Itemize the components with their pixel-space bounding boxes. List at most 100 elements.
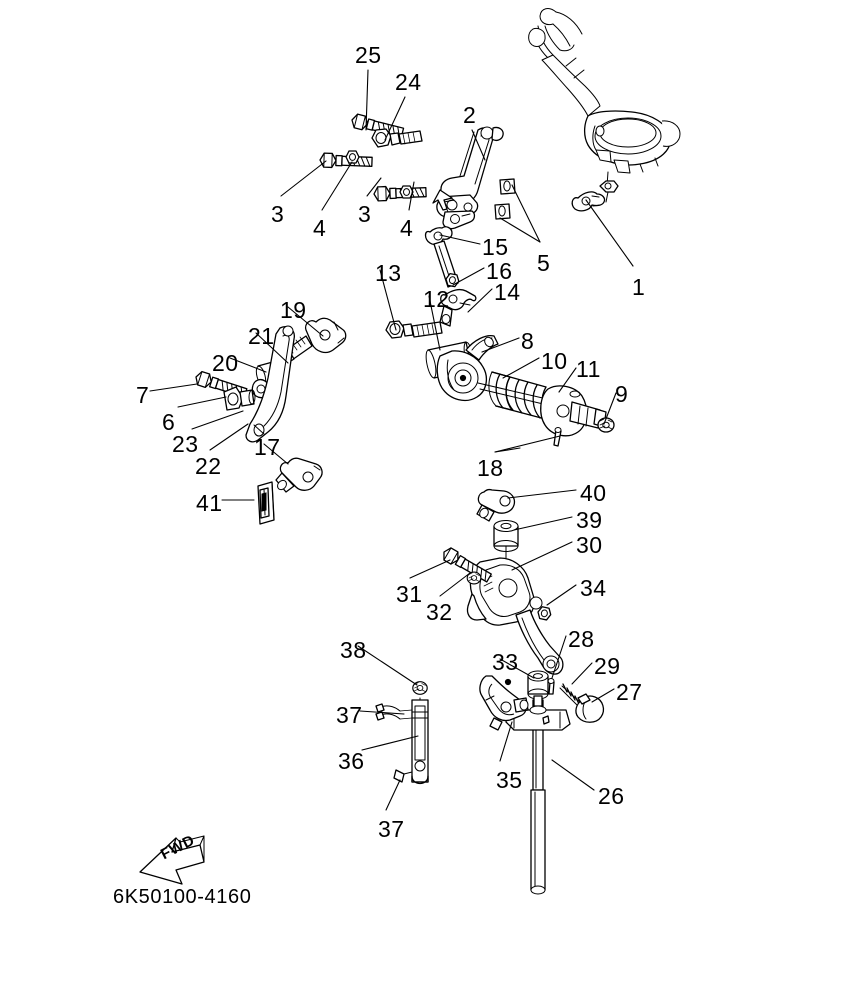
leader-line-37b bbox=[385, 779, 401, 811]
leader-line-12 bbox=[428, 295, 441, 351]
art-pin-rod-36 bbox=[411, 697, 429, 785]
leader-line-6 bbox=[177, 396, 227, 408]
leader-line-37a bbox=[359, 710, 405, 715]
leader-line-27 bbox=[591, 688, 615, 703]
art-cam-8 bbox=[436, 334, 499, 402]
callout-13: 13 bbox=[375, 260, 402, 286]
art-collar-6 bbox=[223, 386, 256, 411]
leader-line-23 bbox=[191, 410, 244, 430]
art-spring-10 bbox=[488, 371, 550, 421]
callout-6: 6 bbox=[162, 409, 176, 435]
leader-line-18-b bbox=[494, 447, 521, 453]
callout-38: 38 bbox=[340, 637, 367, 663]
callout-41: 41 bbox=[196, 490, 223, 516]
leader-line-17 bbox=[263, 443, 289, 465]
art-nut-4a bbox=[345, 150, 360, 164]
art-clip-37b bbox=[393, 769, 413, 783]
callout-33: 33 bbox=[492, 649, 519, 675]
art-spring-29 bbox=[559, 683, 584, 709]
callout-11: 11 bbox=[576, 356, 601, 382]
leader-line-36 bbox=[361, 735, 419, 751]
callout-20: 20 bbox=[212, 350, 239, 376]
leader-line-2 bbox=[471, 129, 486, 161]
callout-26: 26 bbox=[598, 783, 625, 809]
leader-line-8 bbox=[481, 337, 520, 353]
callout-4a: 4 bbox=[313, 215, 327, 241]
art-ball-joint-lower-right bbox=[571, 191, 606, 212]
leader-line-11 bbox=[558, 367, 577, 393]
art-bushing-33 bbox=[527, 670, 549, 700]
leader-line-28 bbox=[551, 635, 567, 679]
leader-line-26 bbox=[551, 759, 595, 791]
callout-7a: 7 bbox=[136, 382, 150, 408]
art-carb-ring-assembly bbox=[528, 8, 681, 203]
callout-5: 5 bbox=[537, 250, 551, 276]
leader-line-15 bbox=[439, 234, 481, 245]
art-bushing-39 bbox=[493, 520, 519, 552]
leader-line-22 bbox=[209, 423, 249, 451]
callout-27: 27 bbox=[616, 679, 643, 705]
art-arm-35 bbox=[479, 675, 529, 731]
art-pin-18 bbox=[553, 427, 562, 447]
callout-32: 32 bbox=[426, 599, 453, 625]
leader-line-5 bbox=[511, 184, 541, 243]
leader-line-5-b bbox=[499, 217, 541, 243]
leader-line-25 bbox=[365, 69, 369, 131]
leader-line-40 bbox=[507, 489, 577, 499]
leader-line-24 bbox=[384, 96, 406, 141]
leader-lines bbox=[149, 69, 634, 811]
leader-line-19 bbox=[287, 306, 324, 337]
art-joint-14 bbox=[439, 288, 477, 327]
leader-line-13 bbox=[379, 269, 397, 331]
callout-29: 29 bbox=[594, 653, 621, 679]
leader-line-4a bbox=[321, 161, 353, 211]
art-main-lever-2 bbox=[436, 126, 504, 230]
fwd-arrow-icon bbox=[139, 835, 205, 885]
callout-25: 25 bbox=[355, 42, 382, 68]
callout-18: 18 bbox=[477, 455, 504, 481]
art-bushing-5a bbox=[499, 178, 516, 195]
leader-line-1 bbox=[585, 199, 634, 267]
art-clip-37a bbox=[375, 703, 413, 721]
art-bushing-5b bbox=[494, 203, 511, 220]
callout-3a: 3 bbox=[271, 201, 285, 227]
leader-line-30 bbox=[511, 541, 573, 571]
callout-10: 10 bbox=[541, 348, 568, 374]
callout-2: 2 bbox=[463, 102, 477, 128]
leader-line-10 bbox=[502, 357, 540, 379]
callout-36: 36 bbox=[338, 748, 365, 774]
leader-line-32 bbox=[439, 572, 471, 597]
art-knob-27 bbox=[575, 693, 605, 723]
art-bracket-30 bbox=[466, 557, 564, 675]
callout-23: 23 bbox=[172, 431, 199, 457]
callout-30: 30 bbox=[576, 532, 603, 558]
callout-4b: 4 bbox=[400, 215, 414, 241]
leader-line-33 bbox=[499, 658, 535, 679]
art-joint-17 bbox=[275, 457, 323, 493]
leader-line-4b bbox=[408, 181, 415, 211]
callout-3b: 3 bbox=[358, 201, 372, 227]
art-bolt-3a bbox=[319, 152, 373, 170]
callout-28: 28 bbox=[568, 626, 595, 652]
callout-39: 39 bbox=[576, 507, 603, 533]
callout-22: 22 bbox=[195, 453, 222, 479]
art-pin-28 bbox=[547, 678, 555, 695]
callout-16: 16 bbox=[486, 258, 513, 284]
leader-line-9 bbox=[603, 392, 617, 425]
part-number-label: 6K50100-4160 bbox=[113, 886, 252, 908]
callout-37b: 37 bbox=[378, 816, 405, 842]
callout-1: 1 bbox=[632, 274, 646, 300]
leader-line-3a bbox=[280, 160, 327, 197]
callout-12: 12 bbox=[423, 286, 450, 312]
callout-34: 34 bbox=[580, 575, 607, 601]
leader-line-7a bbox=[149, 383, 198, 392]
leader-line-3b bbox=[366, 177, 382, 197]
callout-9: 9 bbox=[615, 381, 629, 407]
callout-15: 15 bbox=[482, 234, 509, 260]
callout-31: 31 bbox=[396, 581, 423, 607]
callout-14: 14 bbox=[494, 279, 521, 305]
art-link-40 bbox=[476, 488, 516, 522]
art-lever-22 bbox=[245, 325, 295, 443]
